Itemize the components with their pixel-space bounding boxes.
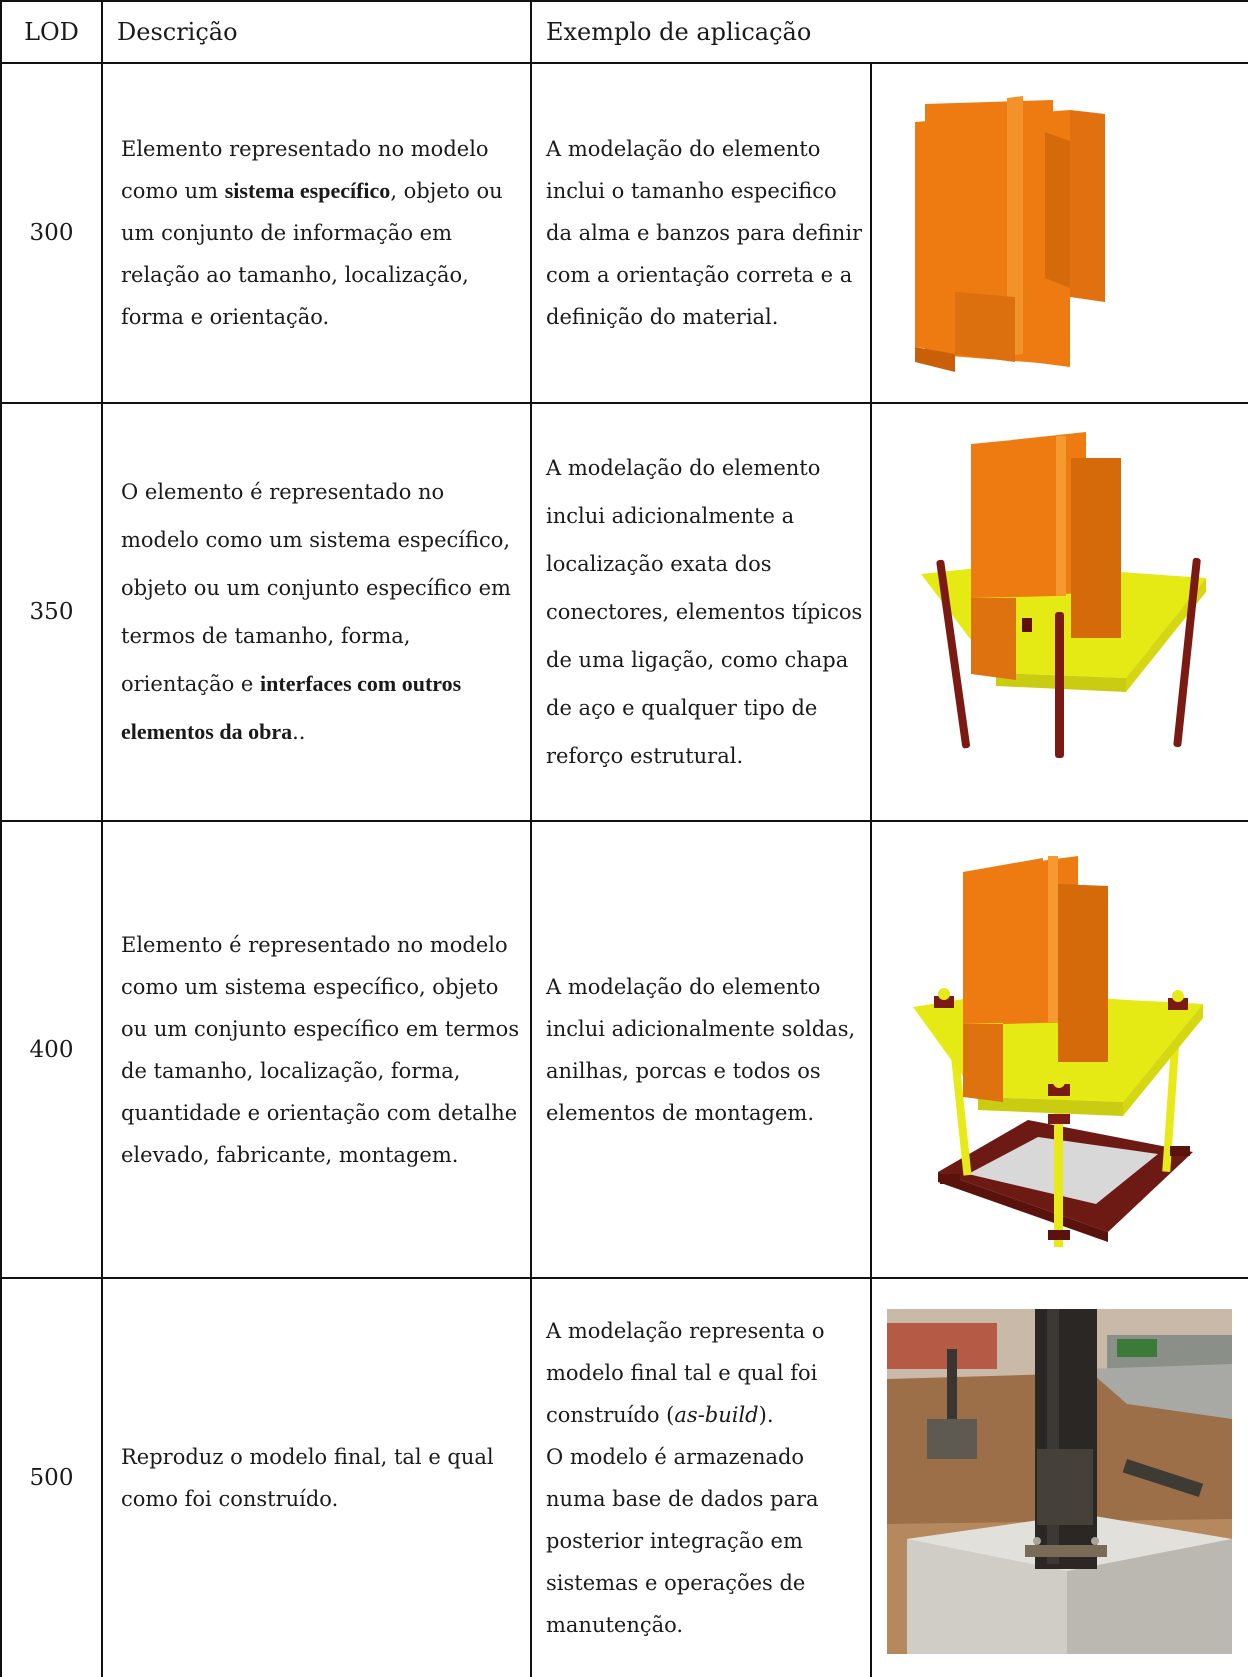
lod-350: 350 bbox=[29, 599, 74, 625]
column-base-assembly-icon bbox=[908, 852, 1208, 1262]
as-build-term: as-build bbox=[674, 1403, 759, 1427]
header-lod: LOD bbox=[24, 18, 79, 46]
lod-400: 400 bbox=[29, 1036, 74, 1063]
example-350: A modelação do elemento inclui adicional… bbox=[546, 456, 863, 768]
description-350: O elemento é representado no modelo como… bbox=[121, 480, 511, 744]
steel-column-icon bbox=[895, 92, 1175, 372]
example-400: A modelação do elemento inclui adicional… bbox=[546, 974, 856, 1125]
lod-500: 500 bbox=[29, 1465, 74, 1491]
construction-site-photo bbox=[887, 1309, 1232, 1654]
header-descricao: Descrição bbox=[117, 18, 238, 46]
description-300: Elemento representado no modelo como um … bbox=[121, 137, 503, 329]
emphasis-text: interfaces com outros elementos da obra bbox=[121, 671, 462, 744]
description-500: Reproduz o modelo final, tal e qual como… bbox=[121, 1445, 494, 1511]
column-base-plate-anchors-icon bbox=[916, 428, 1216, 758]
emphasis-text: sistema específico bbox=[224, 178, 391, 203]
description-400: Elemento é representado no modelo como u… bbox=[121, 932, 520, 1167]
example-500: A modelação representa o modelo final ta… bbox=[546, 1319, 825, 1637]
example-300: A modelação do elemento inclui o tamanho… bbox=[546, 137, 863, 329]
lod-300: 300 bbox=[29, 220, 74, 246]
header-exemplo: Exemplo de aplicação bbox=[546, 18, 812, 46]
